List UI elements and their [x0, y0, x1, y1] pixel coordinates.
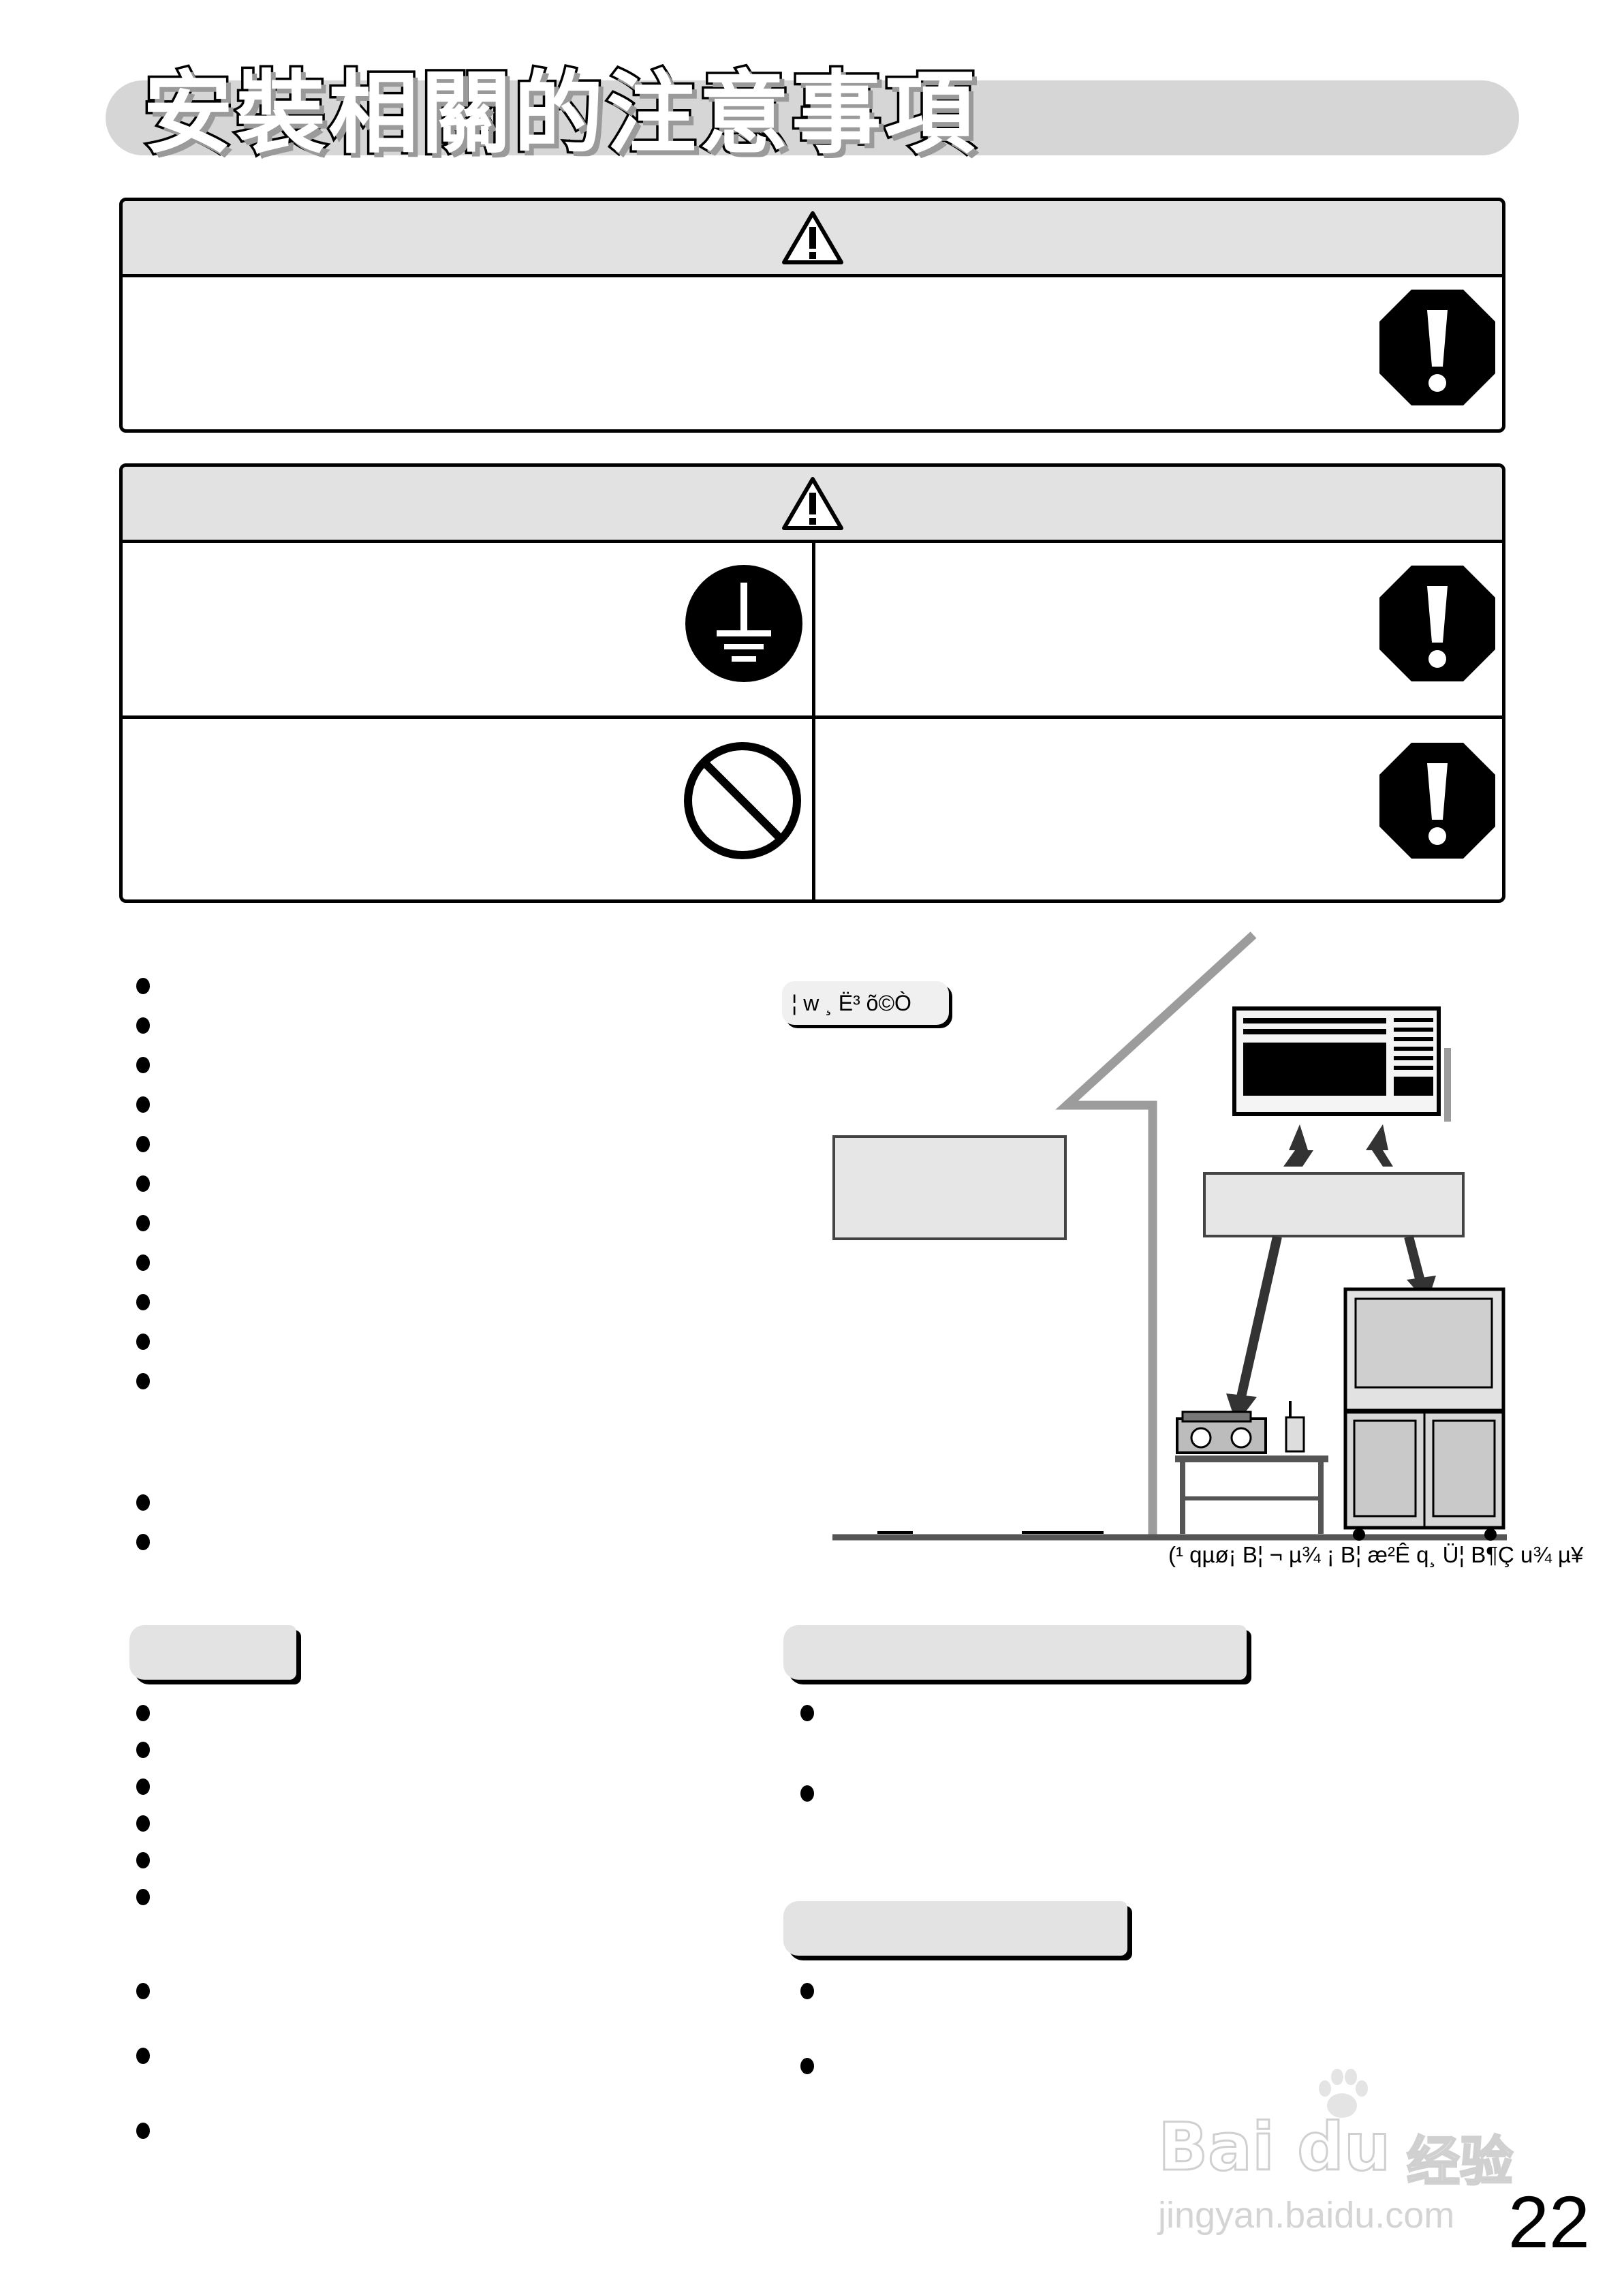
warning-triangle-icon — [781, 211, 843, 264]
section-tab-right-2 — [783, 1901, 1127, 1956]
exclamation-circle-icon — [1379, 566, 1495, 681]
warning-triangle-icon — [781, 477, 843, 530]
baidu-watermark: Bai du 经验 jingyan.baidu.com — [1157, 2065, 1540, 2242]
exclamation-circle-icon — [1379, 743, 1495, 859]
list-item-bullet — [136, 1852, 150, 1868]
list-item-bullet — [136, 1096, 150, 1113]
ground-symbol-icon — [685, 565, 802, 682]
list-item-bullet — [136, 1494, 150, 1511]
watermark-brand-cn: 经验 — [1405, 2131, 1514, 2194]
list-item-bullet — [136, 1815, 150, 1832]
list-item-bullet — [136, 2048, 150, 2064]
warning-box-header — [123, 201, 1502, 277]
list-item-bullet — [136, 1705, 150, 1721]
watermark-url: jingyan.baidu.com — [1158, 2195, 1455, 2236]
list-item-bullet — [800, 1983, 814, 1999]
paw-logo-icon — [1319, 2069, 1368, 2118]
diagram-caption: (¹ qµø¡ B¦ ¬ µ¾ ¡ B¦ æ²Ê q¸ Ü¦ B¶Ç u¾ µ¥ — [1168, 1542, 1584, 1567]
list-item-bullet — [136, 1175, 150, 1192]
list-item-bullet — [136, 1215, 150, 1231]
list-item-bullet — [136, 1334, 150, 1350]
list-item-bullet — [136, 2123, 150, 2139]
list-item-bullet — [136, 1889, 150, 1905]
page-number: 22 — [1508, 2181, 1590, 2263]
house-outline — [1055, 931, 1257, 1539]
exclamation-circle-icon — [1379, 290, 1495, 405]
list-item-bullet — [136, 1294, 150, 1310]
list-item-bullet — [136, 1742, 150, 1758]
list-item-bullet — [136, 1254, 150, 1271]
list-item-bullet — [800, 1785, 814, 1802]
section-tab-right-1 — [783, 1625, 1247, 1680]
list-item-bullet — [136, 1136, 150, 1152]
label-box-center — [1203, 1172, 1465, 1237]
list-item-bullet — [800, 1705, 814, 1721]
diagram-tab: ¦ w ¸ Ë³ õ©Ò — [782, 981, 949, 1025]
list-item-bullet — [136, 978, 150, 994]
list-item-bullet — [136, 1017, 150, 1034]
page-title: 安裝相關的注意事項 — [141, 59, 977, 169]
list-item-bullet — [136, 1778, 150, 1795]
prohibition-circle-icon — [684, 742, 801, 859]
title-bar — [106, 80, 1519, 155]
section-tab-left — [129, 1625, 296, 1680]
caution-box — [119, 463, 1505, 903]
watermark-brand: Bai du — [1157, 2108, 1391, 2187]
radio-on-table — [1175, 1401, 1328, 1534]
television-cabinet — [1343, 1287, 1505, 1541]
air-conditioner — [1232, 1006, 1451, 1122]
warning-box — [119, 198, 1505, 433]
installation-diagram — [832, 931, 1507, 1541]
list-item-bullet — [136, 1373, 150, 1389]
label-box-left — [832, 1135, 1067, 1240]
grid-vertical-divider — [812, 540, 815, 899]
list-item-bullet — [800, 2058, 814, 2074]
caution-box-header — [123, 467, 1502, 543]
list-item-bullet — [136, 1057, 150, 1073]
list-item-bullet — [136, 1983, 150, 1999]
grid-horizontal-divider — [123, 715, 1502, 719]
list-item-bullet — [136, 1534, 150, 1550]
